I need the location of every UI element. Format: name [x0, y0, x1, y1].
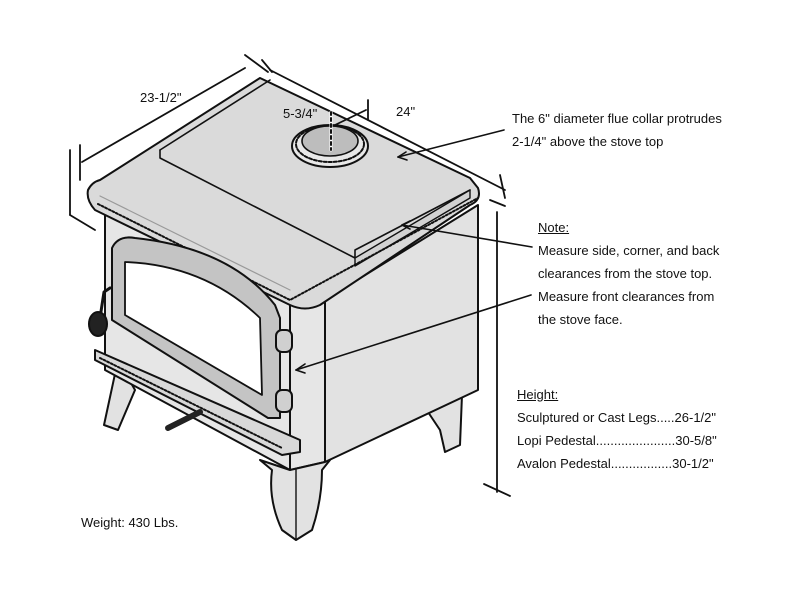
note-line-1: Measure side, corner, and back [538, 243, 720, 258]
note-heading: Note: [538, 220, 570, 235]
dimension-flue-offset-label: 5-3/4" [283, 106, 318, 121]
note-line-2: clearances from the stove top. [538, 266, 713, 281]
air-control-lever [165, 409, 203, 431]
weight-label: Weight: 430 Lbs. [81, 515, 179, 530]
stove-door [88, 236, 293, 419]
note-line-3: Measure front clearances from [538, 289, 715, 304]
flue-collar-callout: The 6" diameter flue collar protrudes 2-… [512, 107, 722, 153]
dimension-lines [69, 54, 511, 497]
ash-lip [94, 349, 301, 456]
height-row: Avalon Pedestal.................30-1/2" [517, 456, 714, 471]
height-block: Height: Sculptured or Cast Legs.....26-1… [517, 383, 717, 475]
height-row: Sculptured or Cast Legs.....26-1/2" [517, 410, 717, 425]
note-block: Note: Measure side, corner, and back cle… [538, 216, 719, 331]
front-right-leg [259, 459, 331, 541]
note-line-4: the stove face. [538, 312, 623, 327]
flue-callout-line-2: 2-1/4" above the stove top [512, 134, 664, 149]
flue-collar [291, 110, 369, 168]
flue-callout-line-1: The 6" diameter flue collar protrudes [512, 111, 722, 126]
dimension-width-label: 23-1/2" [140, 90, 182, 105]
height-row: Lopi Pedestal......................30-5/… [517, 433, 717, 448]
dimension-depth-label: 24" [396, 104, 416, 119]
callout-arrows [295, 129, 533, 374]
door-handle [88, 311, 108, 337]
height-heading: Height: [517, 387, 559, 402]
